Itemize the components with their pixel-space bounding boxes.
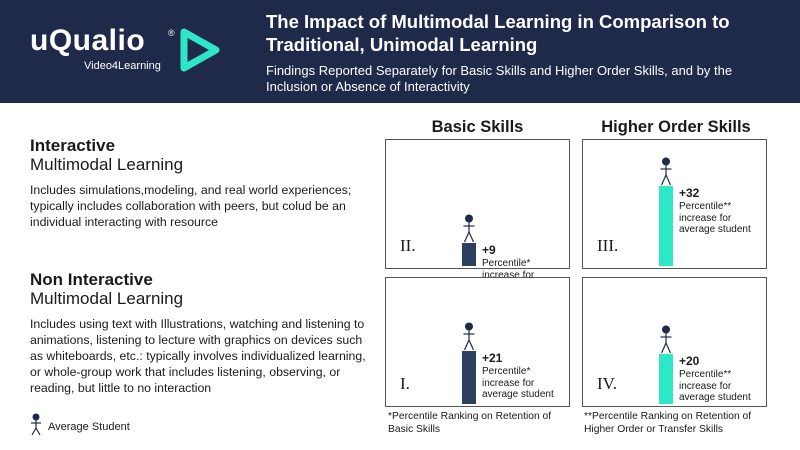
- chart-panel-higher-non-interactive: IV. +20 Percentile** increase for averag…: [582, 277, 767, 407]
- stick-figure-icon: [31, 413, 41, 436]
- bar: [462, 351, 476, 404]
- non-interactive-subheading: Multimodal Learning: [30, 289, 184, 308]
- panel-numeral: II.: [400, 236, 416, 255]
- data-label: +20: [679, 354, 700, 368]
- interactive-description: Includes simulations,modeling, and real …: [30, 183, 352, 229]
- column-heading-basic: Basic Skills: [431, 118, 524, 136]
- stick-figure-icon: [660, 325, 672, 354]
- interactive-subheading: Multimodal Learning: [30, 155, 184, 174]
- brand-tagline: Video4Learning: [84, 60, 161, 72]
- footnote-basic: *Percentile Ranking on Retention of Basi…: [388, 411, 552, 435]
- chart-panel-basic-interactive: II. +9 Percentile* increase for average …: [385, 139, 570, 292]
- page-title: The Impact of Multimodal Learning in Com…: [266, 11, 730, 55]
- registered-mark: ®: [168, 28, 175, 38]
- stick-figure-icon: [660, 157, 672, 186]
- legend-label: Average Student: [48, 421, 130, 433]
- brand-name: uQualio: [30, 24, 146, 57]
- bar: [462, 243, 476, 266]
- panel-numeral: III.: [597, 236, 619, 255]
- bar: [659, 186, 673, 266]
- panel-numeral: IV.: [597, 374, 617, 393]
- legend: Average Student: [28, 413, 188, 437]
- non-interactive-heading: Non Interactive: [30, 270, 153, 289]
- footnote-higher: **Percentile Ranking on Retention of Hig…: [584, 411, 752, 435]
- bar: [659, 354, 673, 404]
- data-description: Percentile* increase for average student: [482, 366, 554, 400]
- non-interactive-description: Includes using text with Illustrations, …: [30, 317, 366, 395]
- stick-figure-icon: [463, 322, 475, 351]
- panel-numeral: I.: [400, 374, 410, 393]
- data-description: Percentile** increase for average studen…: [679, 201, 751, 235]
- interactive-heading: Interactive: [30, 136, 116, 155]
- header-banner: uQualio ® Video4Learning The Impact of M…: [0, 0, 800, 103]
- data-description: Percentile** increase for average studen…: [679, 369, 751, 403]
- page-subtitle: Findings Reported Separately for Basic S…: [266, 63, 733, 94]
- data-label: +21: [482, 351, 503, 365]
- chart-panel-basic-non-interactive: I. +21 Percentile* increase for average …: [385, 277, 570, 407]
- column-heading-higher: Higher Order Skills: [601, 118, 751, 136]
- brand-logo: uQualio ® Video4Learning: [24, 24, 224, 84]
- data-label: +9: [482, 243, 496, 257]
- play-icon: [180, 28, 220, 72]
- chart-panel-higher-interactive: III. +32 Percentile** increase for avera…: [582, 139, 767, 269]
- data-label: +32: [679, 186, 700, 200]
- stick-figure-icon: [463, 214, 475, 243]
